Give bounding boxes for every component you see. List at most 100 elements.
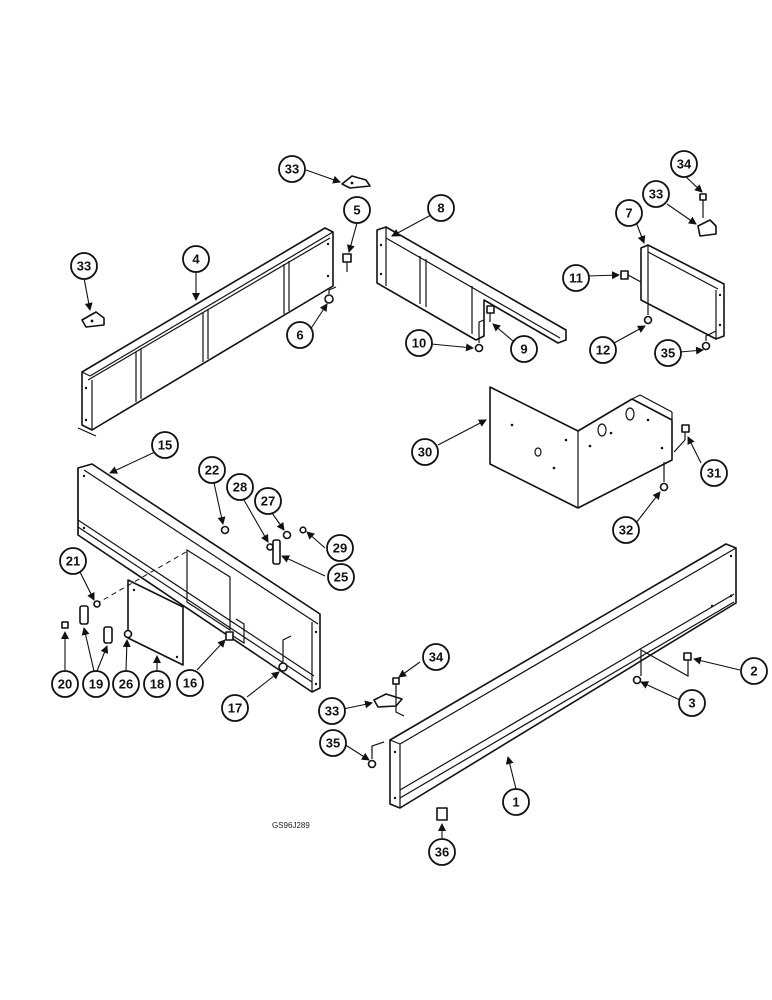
callout-34: 34 (422, 643, 450, 671)
callout-label: 31 (707, 466, 721, 481)
callout-label: 4 (192, 252, 200, 267)
callout-bubble (198, 456, 226, 484)
callout-30: 30 (411, 438, 439, 466)
panel-30 (489, 386, 673, 509)
callout-bubble (678, 689, 706, 717)
callout-label: 16 (183, 676, 197, 691)
callout-bubble (405, 329, 433, 357)
callout-10: 10 (405, 329, 433, 357)
callout-label: 28 (233, 480, 247, 495)
callout-bubble (654, 339, 682, 367)
callout-1: 1 (502, 788, 530, 816)
callout-bubble (427, 194, 455, 222)
callout-label: 34 (677, 157, 692, 172)
panel-4 (77, 227, 334, 437)
callout-34: 34 (670, 150, 698, 178)
callout-32: 32 (612, 516, 640, 544)
callout-bubble (51, 670, 79, 698)
callout-bubble (278, 155, 306, 183)
callout-bubble (221, 694, 249, 722)
callout-25: 25 (327, 563, 355, 591)
callout-bubble (510, 335, 538, 363)
callout-bubble (151, 431, 179, 459)
callout-bubble (343, 196, 371, 224)
callout-label: 34 (429, 650, 444, 665)
callout-31: 31 (700, 459, 728, 487)
callout-18: 18 (143, 670, 171, 698)
callout-bubble (176, 669, 204, 697)
callout-2: 2 (740, 657, 768, 685)
callout-label: 6 (296, 328, 303, 343)
leader-lines (61, 169, 741, 838)
callout-label: 22 (205, 463, 219, 478)
callout-8: 8 (427, 194, 455, 222)
callout-label: 35 (326, 736, 340, 751)
callout-33: 33 (642, 180, 670, 208)
callout-bubble (562, 264, 590, 292)
callout-3: 3 (678, 689, 706, 717)
callout-20: 20 (51, 670, 79, 698)
callout-label: 36 (435, 845, 449, 860)
callout-bubble (143, 670, 171, 698)
callout-bubble (428, 838, 456, 866)
callout-bubble (612, 516, 640, 544)
callout-bubble (740, 657, 768, 685)
callout-9: 9 (510, 335, 538, 363)
callout-label: 1 (512, 795, 519, 810)
callout-33: 33 (318, 697, 346, 725)
callout-label: 7 (625, 206, 632, 221)
callout-bubble (70, 252, 98, 280)
drawing-code: GS96J289 (272, 821, 310, 830)
callout-label: 33 (649, 187, 663, 202)
plate-18 (95, 551, 187, 666)
callout-label: 33 (325, 704, 339, 719)
callout-28: 28 (226, 473, 254, 501)
panel-7 (640, 244, 725, 340)
callout-bubble (589, 336, 617, 364)
callout-label: 17 (228, 701, 242, 716)
callout-bubble (82, 670, 110, 698)
callout-7: 7 (615, 199, 643, 227)
callout-label: 15 (158, 438, 172, 453)
callout-6: 6 (286, 321, 314, 349)
callout-29: 29 (326, 534, 354, 562)
callout-36: 36 (428, 838, 456, 866)
panel-15 (77, 463, 321, 693)
callout-19: 19 (82, 670, 110, 698)
callout-22: 22 (198, 456, 226, 484)
callout-label: 32 (619, 523, 633, 538)
callout-bubble (112, 670, 140, 698)
callout-label: 10 (412, 336, 426, 351)
callout-bubble (318, 697, 346, 725)
callout-label: 20 (58, 677, 72, 692)
callout-11: 11 (562, 264, 590, 292)
callout-label: 9 (520, 342, 527, 357)
callout-label: 35 (661, 346, 675, 361)
callout-bubble (286, 321, 314, 349)
callout-label: 25 (334, 570, 348, 585)
callout-label: 2 (750, 664, 757, 679)
callout-35: 35 (654, 339, 682, 367)
callout-33: 33 (70, 252, 98, 280)
callout-bubble (59, 547, 87, 575)
callout-bubble (615, 199, 643, 227)
callout-label: 18 (150, 677, 164, 692)
callout-bubble (226, 473, 254, 501)
callout-bubble (700, 459, 728, 487)
callout-4: 4 (182, 245, 210, 273)
callout-label: 5 (353, 203, 360, 218)
callout-label: 29 (333, 541, 347, 556)
callout-bubble (422, 643, 450, 671)
callout-label: 8 (437, 201, 444, 216)
callout-label: 30 (418, 445, 432, 460)
callout-bubble (326, 534, 354, 562)
callout-bubble (182, 245, 210, 273)
callout-27: 27 (254, 487, 282, 515)
panel-8 (376, 226, 567, 344)
callout-bubble (642, 180, 670, 208)
callout-label: 26 (119, 677, 133, 692)
callout-26: 26 (112, 670, 140, 698)
callout-bubble (327, 563, 355, 591)
